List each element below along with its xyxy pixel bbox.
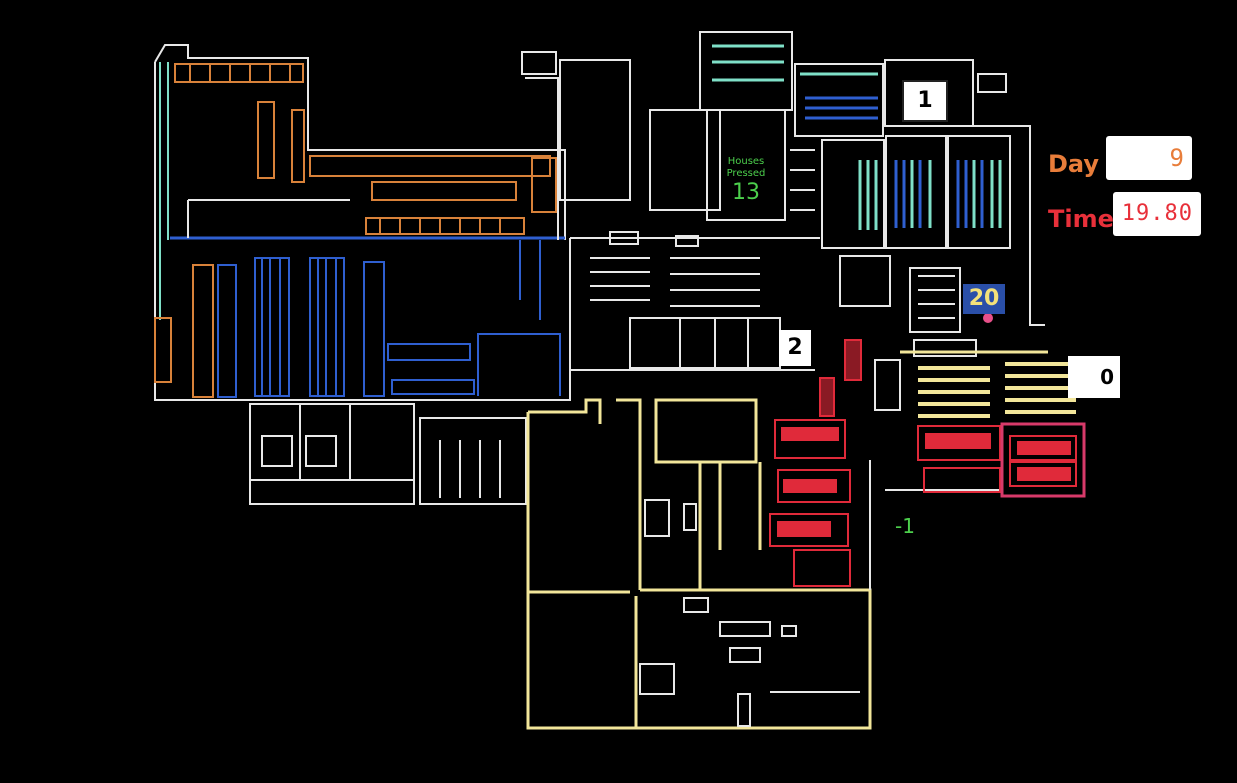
time-label: Time xyxy=(1048,205,1114,233)
houses-pressed-counter: Houses Pressed 13 xyxy=(714,150,778,214)
production-lines xyxy=(590,149,977,357)
area-marker-0: 0 xyxy=(1068,356,1120,398)
east-bays xyxy=(821,135,1011,249)
southeast-rooms xyxy=(639,359,1000,727)
press-bays xyxy=(712,44,878,120)
houses-pressed-caption: Houses Pressed xyxy=(726,156,766,179)
houses-pressed-value: 13 xyxy=(732,180,760,205)
area-marker-2: 2 xyxy=(779,330,811,366)
southwest-offices xyxy=(249,403,527,505)
time-value: 19.80 xyxy=(1113,192,1201,236)
orange-storage-racks xyxy=(154,63,557,398)
area-marker-1: 1 xyxy=(902,80,948,122)
day-label: Day xyxy=(1048,150,1100,178)
red-machinery xyxy=(769,339,1086,587)
yellow-shelving xyxy=(918,362,1076,418)
yellow-south-zone xyxy=(526,350,1048,730)
area-marker-20: 20 xyxy=(963,284,1005,314)
teal-wall-strip xyxy=(159,62,169,320)
day-value: 9 xyxy=(1106,136,1192,180)
status-dot xyxy=(983,313,993,323)
offset-label: -1 xyxy=(895,514,915,538)
central-north-block xyxy=(521,31,1045,371)
blue-racking xyxy=(217,240,561,398)
